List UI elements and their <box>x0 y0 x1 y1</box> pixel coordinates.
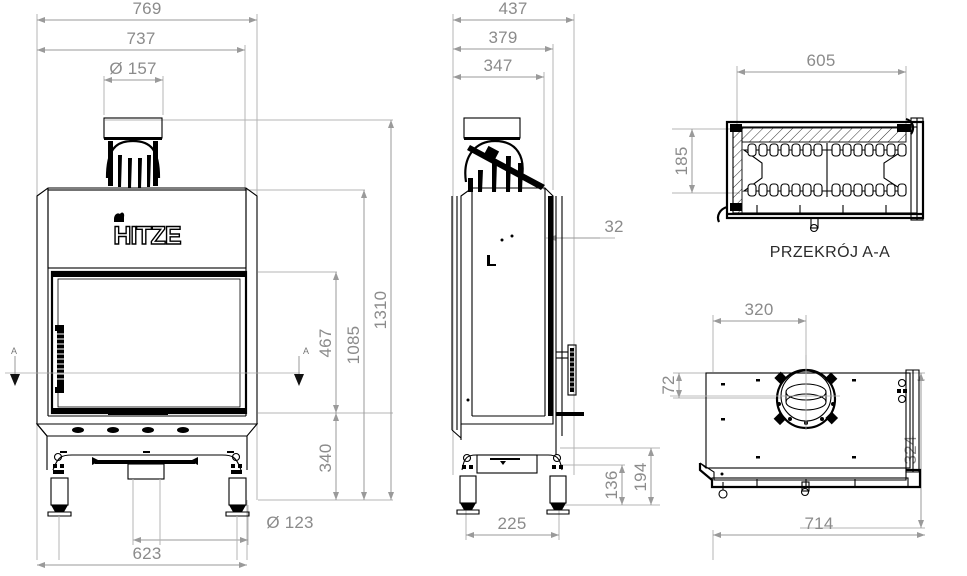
front-stand-assembly <box>46 436 250 517</box>
dim-foot-spacing-225: 225 <box>466 514 559 538</box>
dim-text-379: 379 <box>489 28 518 47</box>
dim-overall-height-1310: 1310 <box>371 120 394 500</box>
front-view-group: 769 737 Ø 157 1310 1085 <box>5 0 394 568</box>
dim-overall-depth-437: 437 <box>453 0 574 23</box>
section-tube-row-bottom <box>747 183 907 197</box>
dim-leg-spacing-623: 623 <box>37 544 247 568</box>
section-marker-left: A <box>5 346 300 386</box>
dim-text-185: 185 <box>672 147 691 176</box>
dim-text-347: 347 <box>484 56 513 75</box>
dim-text-1310: 1310 <box>371 291 390 330</box>
section-marker-left-label: A <box>11 346 17 356</box>
dim-text-605: 605 <box>807 51 836 70</box>
dim-plan-width-714: 714 <box>713 514 925 538</box>
front-center-lines <box>58 479 238 560</box>
dim-base-total-194: 194 <box>631 448 654 505</box>
front-flue-collar <box>103 117 163 188</box>
side-body-outline <box>460 187 563 436</box>
section-marker-right: A <box>294 346 309 386</box>
dim-text-623: 623 <box>133 544 162 563</box>
hitze-logo-text: HITZE <box>113 222 181 250</box>
side-grille-detail <box>556 344 584 416</box>
side-flue-collar <box>463 117 545 192</box>
hitze-logo: HITZE <box>113 212 183 251</box>
dim-base-height-340: 340 <box>316 413 339 500</box>
dim-text-32: 32 <box>604 217 623 236</box>
dim-text-157: Ø 157 <box>109 59 156 78</box>
plan-center-lines <box>670 355 840 430</box>
plan-extension-lines <box>673 315 925 560</box>
front-glass-door <box>50 270 248 415</box>
dim-body-width-737: 737 <box>37 29 245 53</box>
dim-opening-depth-185: 185 <box>672 129 695 193</box>
dim-text-769: 769 <box>133 0 162 18</box>
dim-text-320: 320 <box>745 300 774 319</box>
dim-body-height-1085: 1085 <box>344 190 367 500</box>
front-bottom-plate <box>35 423 259 437</box>
front-view-extension-lines <box>36 14 393 560</box>
dim-flue-diameter-157: Ø 157 <box>104 59 163 83</box>
dim-text-194: 194 <box>631 463 650 492</box>
section-title-label: PRZEKRÓJ A-A <box>770 242 890 261</box>
side-view-group: 437 379 347 32 225 <box>451 0 660 540</box>
dim-text-737: 737 <box>127 29 156 48</box>
dim-text-72: 72 <box>659 375 678 394</box>
dim-text-225: 225 <box>498 514 527 533</box>
section-extension-lines <box>672 66 907 194</box>
dim-text-467: 467 <box>316 329 335 358</box>
section-body <box>716 117 925 233</box>
section-marker-right-label: A <box>303 346 309 356</box>
dim-text-714: 714 <box>805 514 834 533</box>
dim-opening-width-605: 605 <box>737 51 906 75</box>
plan-body <box>698 368 922 499</box>
dim-flue-offset-x-320: 320 <box>713 300 806 324</box>
dim-overall-width-769: 769 <box>37 0 257 23</box>
section-view-group: 605 185 <box>672 51 925 261</box>
dim-text-123: Ø 123 <box>266 513 313 532</box>
dim-air-inlet-123: Ø 123 <box>133 513 313 543</box>
dim-frame-offset-32: 32 <box>548 217 623 241</box>
dim-body-depth-379: 379 <box>453 28 553 52</box>
dim-glass-height-467: 467 <box>316 272 339 413</box>
side-view-extension-lines <box>452 14 660 540</box>
dim-base-plate-136: 136 <box>602 465 625 505</box>
section-tube-row-top <box>747 143 907 157</box>
dim-text-1085: 1085 <box>344 326 363 365</box>
dim-text-340: 340 <box>316 444 335 473</box>
side-stand-assembly <box>451 196 570 515</box>
plan-view-group: 320 72 324 714 <box>659 300 925 560</box>
dim-inner-depth-347: 347 <box>453 56 544 80</box>
dim-text-437: 437 <box>499 0 528 18</box>
dim-text-136: 136 <box>602 471 621 500</box>
dim-flue-offset-y-72: 72 <box>659 373 682 398</box>
